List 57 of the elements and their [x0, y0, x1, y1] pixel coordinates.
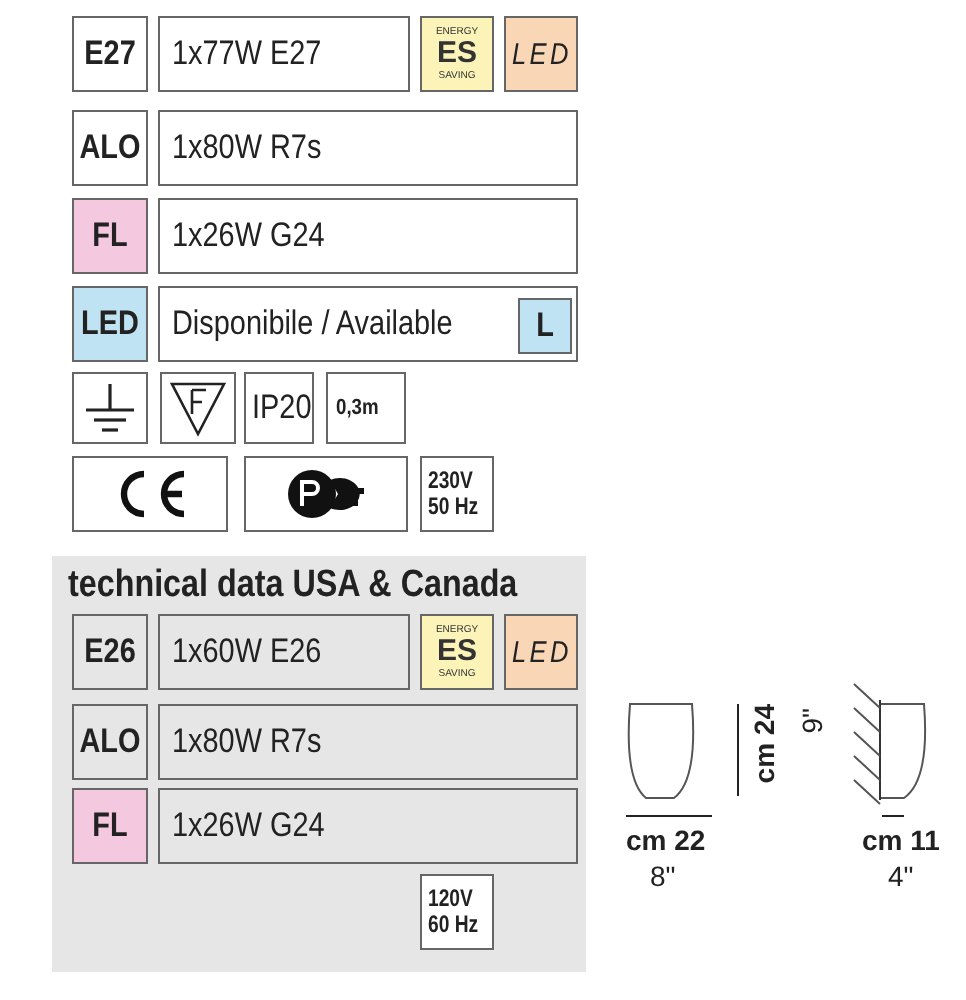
- dimension-label: cm 24: [748, 704, 780, 784]
- lamp-code: FL: [90, 806, 130, 846]
- lamp-code: ALO: [79, 722, 141, 762]
- voltage-box: [420, 874, 494, 950]
- spec-text: 1x60W E26: [172, 632, 322, 672]
- spec-box: [158, 614, 410, 690]
- lamp-type-box: [72, 16, 148, 92]
- voltage-rating: 230V 50 Hz: [428, 468, 480, 520]
- lamp-code: FL: [90, 216, 130, 256]
- led-badge: [504, 614, 578, 690]
- badge-text: ES: [436, 636, 477, 668]
- badge-text: ES: [436, 38, 477, 70]
- lamp-type-box: [72, 198, 148, 274]
- led-label: LED: [512, 635, 572, 669]
- lamp-code: ALO: [79, 128, 141, 168]
- spec-text: 1x26W G24: [172, 216, 325, 256]
- mark-box: [244, 456, 408, 532]
- dimension-label: 9": [796, 708, 828, 734]
- lamp-code: E27: [82, 34, 138, 74]
- spec-box: [158, 286, 578, 362]
- dimension-label: 8": [650, 860, 676, 892]
- symbol-box: [72, 372, 148, 444]
- energy-saving-badge: [420, 614, 494, 690]
- lamp-code: E26: [82, 632, 138, 672]
- ip-rating: IP20: [252, 388, 312, 428]
- spec-box: [158, 16, 410, 92]
- lamp-type-box: [72, 110, 148, 186]
- spec-text: 1x77W E27: [172, 34, 322, 74]
- spec-box: [158, 198, 578, 274]
- spec-text: 1x80W R7s: [172, 722, 322, 762]
- lamp-type-box: [72, 788, 148, 864]
- rating-box: [326, 372, 406, 444]
- led-badge: [504, 16, 578, 92]
- lamp-type-box: [518, 298, 572, 354]
- lamp-type-box: [72, 614, 148, 690]
- spec-box: [158, 110, 578, 186]
- mark-box: [72, 456, 228, 532]
- energy-saving-badge: [420, 16, 494, 92]
- led-label: LED: [512, 37, 572, 71]
- spec-box: [158, 788, 578, 864]
- lamp-type-box: [72, 704, 148, 780]
- section-heading: technical data USA & Canada: [68, 564, 518, 608]
- voltage-box: [420, 456, 494, 532]
- spec-text: 1x26W G24: [172, 806, 325, 846]
- lamp-code: L: [534, 306, 556, 346]
- dimension-label: cm 11: [862, 824, 940, 856]
- section-panel: [52, 556, 586, 972]
- spec-text: Disponibile / Available: [172, 304, 453, 344]
- dimension-label: 4": [888, 860, 914, 892]
- spec-box: [158, 704, 578, 780]
- dimension-label: cm 22: [626, 824, 706, 856]
- rating-box: [244, 372, 314, 444]
- lamp-code: LED: [79, 304, 141, 344]
- lamp-type-box: [72, 286, 148, 362]
- spec-text: 1x80W R7s: [172, 128, 322, 168]
- voltage-rating: 120V 60 Hz: [428, 886, 480, 938]
- distance-rating: 0,3m: [336, 396, 379, 420]
